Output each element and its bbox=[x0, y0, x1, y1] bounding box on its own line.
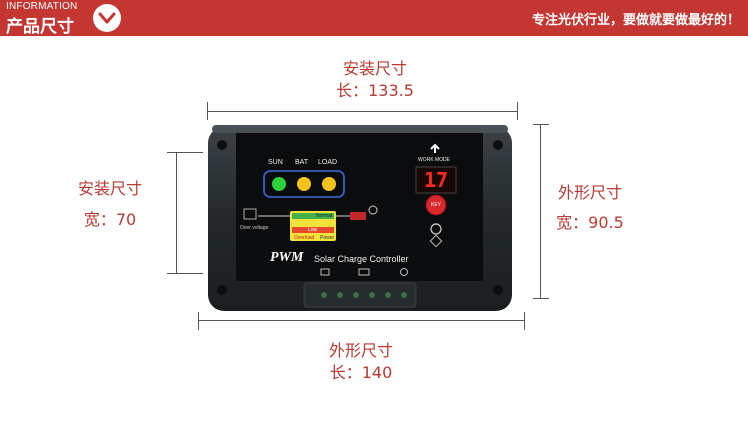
outer-length-line bbox=[198, 320, 525, 321]
mounting-width-tick-bottom bbox=[167, 273, 203, 274]
arrow-up-icon bbox=[430, 143, 440, 153]
model-label: Solar Charge Controller bbox=[314, 254, 409, 264]
bulb-icon bbox=[368, 205, 378, 215]
terminal-led-5 bbox=[385, 292, 391, 298]
outer-width-dimension: 外形尺寸 宽：90.5 bbox=[540, 182, 640, 234]
mounting-length-tick-left bbox=[207, 102, 208, 120]
mount-hole-top-left bbox=[217, 140, 227, 150]
status-low-bar bbox=[292, 227, 334, 233]
case-top-edge bbox=[212, 125, 508, 133]
page-title: 产品尺寸 bbox=[6, 17, 74, 37]
outer-width-tick-bottom bbox=[533, 298, 549, 299]
status-label-overload: Overload bbox=[294, 235, 315, 241]
brand-logo-text: PWM bbox=[270, 250, 304, 265]
work-mode-label: WORK MODE bbox=[418, 157, 450, 163]
terminal-led-2 bbox=[337, 292, 343, 298]
mount-hole-bottom-left bbox=[217, 285, 227, 295]
key-button bbox=[425, 194, 447, 216]
display-value: 17 bbox=[423, 168, 449, 192]
terminal-strip bbox=[303, 282, 417, 308]
outer-width-value: 宽：90.5 bbox=[556, 213, 624, 232]
status-normal-bar bbox=[292, 213, 334, 219]
power-icon bbox=[430, 223, 442, 235]
header-info-label: INFORMATION bbox=[6, 1, 78, 12]
mounting-length-value: 长：133.5 bbox=[336, 81, 414, 100]
terminal-led-6 bbox=[401, 292, 407, 298]
mounting-length-label: 安装尺寸 bbox=[342, 59, 407, 78]
mounting-width-value: 宽：70 bbox=[83, 210, 137, 229]
mounting-length-dimension: 安装尺寸 长：133.5 bbox=[320, 58, 430, 102]
key-button-label: KEY bbox=[430, 202, 441, 208]
led-bat-icon bbox=[297, 177, 311, 191]
outer-length-tick-left bbox=[198, 312, 199, 330]
terminal-led-1 bbox=[321, 292, 327, 298]
mounting-length-line bbox=[207, 111, 518, 112]
indicator-label-bat: BAT bbox=[295, 159, 309, 166]
status-label-normal: Normal bbox=[316, 213, 333, 219]
mounting-length-tick-right bbox=[517, 102, 518, 120]
outer-length-label: 外形尺寸 bbox=[328, 341, 393, 360]
terminal-bulb-icon bbox=[400, 268, 408, 276]
status-label-over-voltage: Over voltage bbox=[240, 225, 269, 231]
charge-controller-drawing bbox=[208, 125, 512, 311]
terminal-solar-icon bbox=[320, 268, 330, 276]
mounting-width-line bbox=[176, 152, 177, 274]
diamond-icon bbox=[429, 234, 443, 248]
terminal-battery-icon bbox=[358, 268, 370, 276]
mounting-width-label: 安装尺寸 bbox=[77, 179, 142, 198]
header-bar: INFORMATION 产品尺寸 专注光伏行业，要做就要做最好的！ bbox=[0, 0, 748, 37]
led-display bbox=[415, 166, 457, 194]
outer-length-value: 长：140 bbox=[329, 363, 393, 382]
terminal-led-3 bbox=[353, 292, 359, 298]
status-label-low: Low bbox=[308, 227, 318, 233]
charge-controller-image: SUN BAT LOAD Over voltage Normal Low Ove… bbox=[208, 123, 512, 311]
outer-width-tick-top bbox=[533, 124, 549, 125]
header-slogan: 专注光伏行业，要做就要做最好的！ bbox=[531, 13, 740, 28]
outer-length-dimension: 外形尺寸 长：140 bbox=[306, 340, 416, 384]
mount-hole-bottom-right bbox=[493, 285, 503, 295]
outer-width-line bbox=[540, 124, 541, 299]
load-indicator bbox=[350, 212, 366, 220]
led-box bbox=[263, 170, 345, 198]
status-label-power: Power bbox=[320, 235, 335, 241]
indicator-label-load: LOAD bbox=[318, 159, 338, 166]
terminal-led-4 bbox=[369, 292, 375, 298]
mounting-width-dimension: 安装尺寸 宽：70 bbox=[60, 178, 160, 231]
led-load-icon bbox=[322, 177, 336, 191]
outer-width-label: 外形尺寸 bbox=[557, 183, 622, 202]
outer-length-tick-right bbox=[524, 312, 525, 330]
solar-panel-icon bbox=[243, 208, 257, 220]
led-sun-icon bbox=[272, 177, 286, 191]
mount-hole-top-right bbox=[493, 140, 503, 150]
chevron-down-icon bbox=[93, 4, 121, 32]
mounting-width-tick-top bbox=[167, 152, 203, 153]
indicator-label-sun: SUN bbox=[268, 159, 283, 166]
